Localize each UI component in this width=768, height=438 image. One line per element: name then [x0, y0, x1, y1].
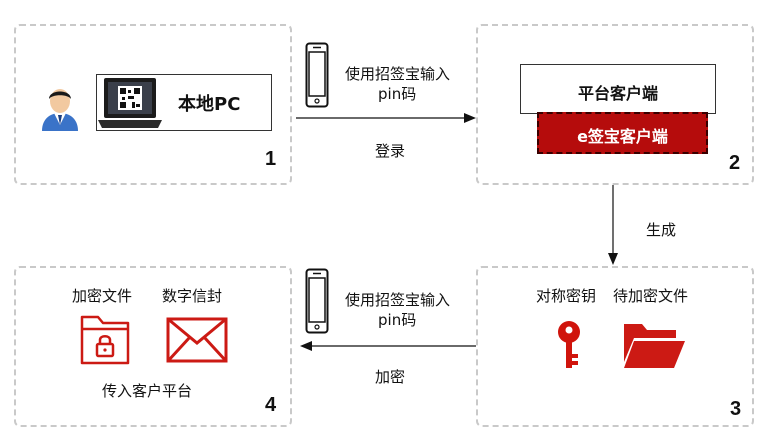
esign-client-panel [537, 112, 708, 154]
phone-pin-label-top-line1: 使用招签宝输入 [345, 65, 451, 83]
open-folder-icon [624, 324, 685, 368]
upload-to-platform-label: 传入客户平台 [102, 382, 193, 400]
phone-pin-label-top-line2: pin码 [378, 85, 417, 103]
generate-label: 生成 [646, 221, 677, 239]
generate-arrow [608, 185, 618, 265]
login-label: 登录 [375, 142, 406, 160]
step-number-4: 4 [265, 394, 277, 416]
login-arrow [296, 113, 476, 123]
file-to-encrypt-label: 待加密文件 [613, 287, 689, 305]
user-avatar-icon [42, 89, 78, 131]
step-number-3: 3 [730, 398, 742, 420]
mobile-phone-icon-bottom [305, 268, 329, 334]
step-number-1: 1 [265, 148, 277, 170]
key-icon [558, 321, 580, 368]
envelope-icon [166, 317, 228, 363]
locked-file-icon [80, 315, 130, 365]
mobile-phone-icon-top [305, 42, 329, 108]
esign-client-label: e签宝客户端 [577, 127, 668, 146]
digital-envelope-label: 数字信封 [162, 287, 223, 305]
phone-pin-label-bottom-line2: pin码 [378, 311, 417, 329]
local-pc-label: 本地PC [178, 94, 241, 115]
encrypted-file-label: 加密文件 [72, 287, 133, 305]
laptop-icon [98, 78, 162, 128]
step-number-2: 2 [729, 152, 741, 174]
encrypt-label: 加密 [375, 368, 406, 386]
encrypt-arrow [300, 341, 476, 351]
step-3-box [476, 266, 754, 427]
phone-pin-label-bottom-line1: 使用招签宝输入 [345, 291, 451, 309]
platform-client-label: 平台客户端 [577, 84, 658, 103]
symmetric-key-label: 对称密钥 [536, 287, 597, 305]
step-4-box [14, 266, 292, 427]
